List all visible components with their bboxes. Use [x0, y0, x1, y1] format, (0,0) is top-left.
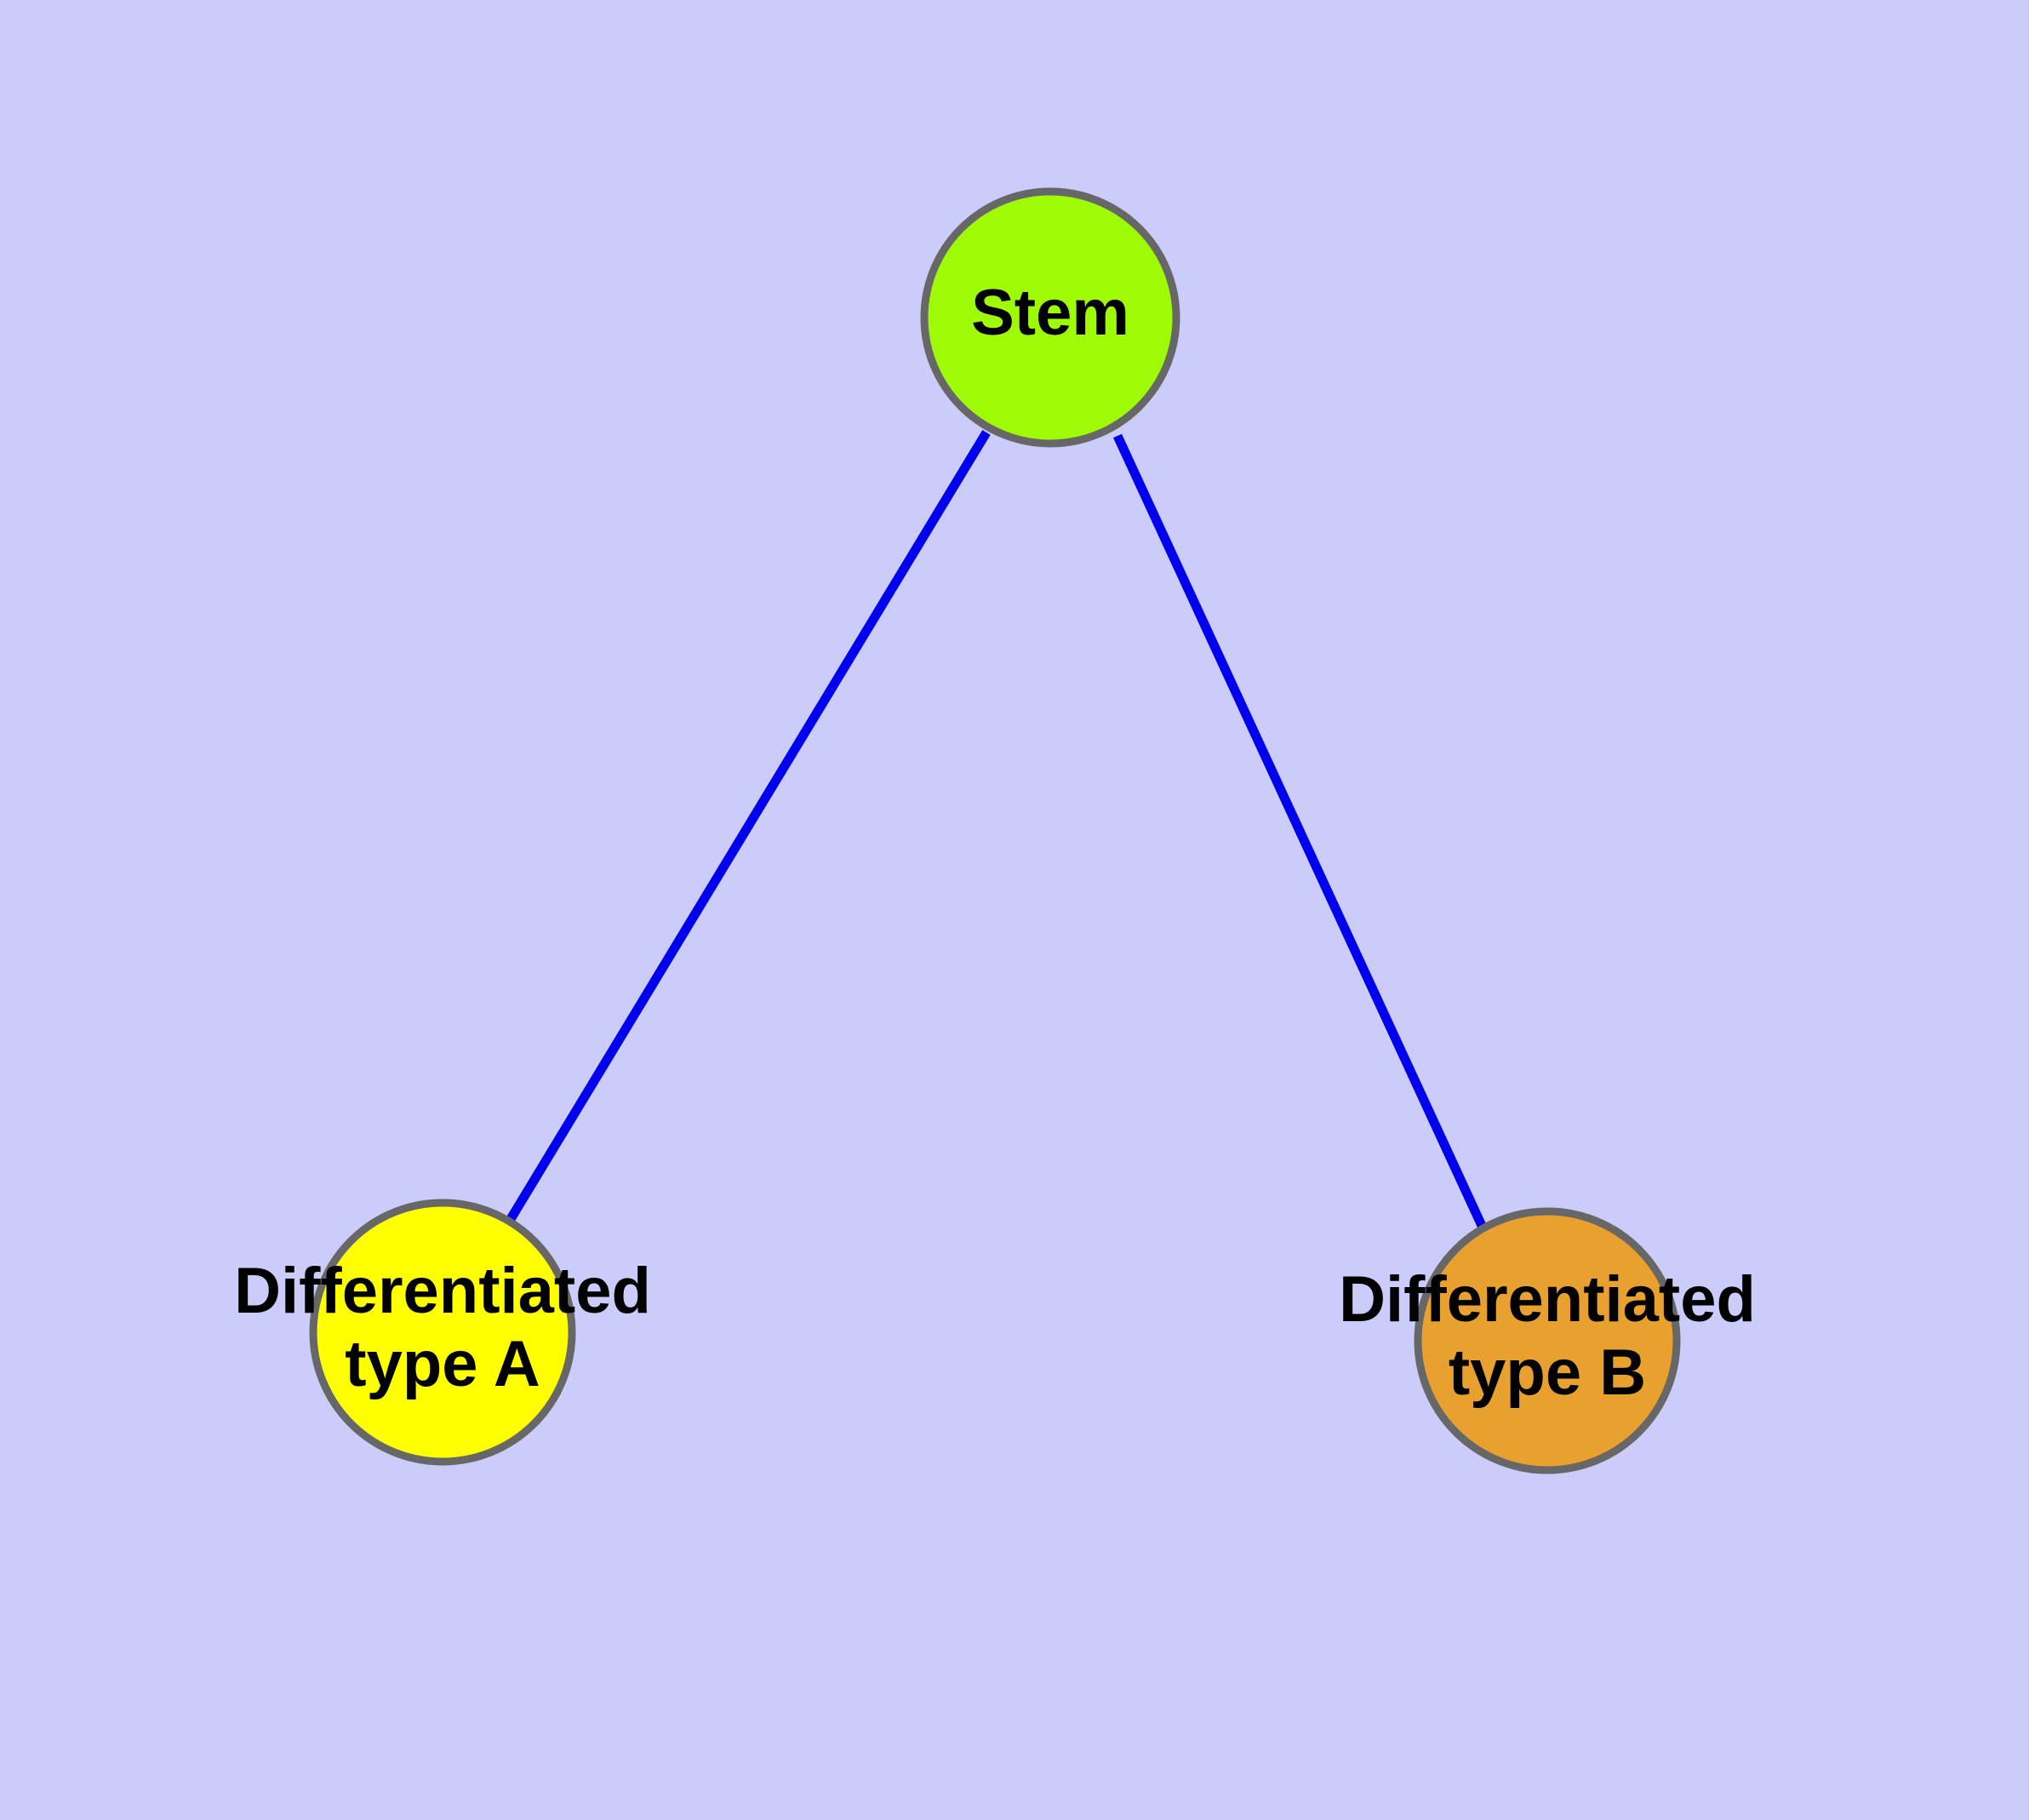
node-label-diff-a-line-1: Differentiated	[234, 1255, 651, 1327]
node-circle-diff-a[interactable]	[309, 1199, 576, 1466]
edges-layer	[506, 430, 1487, 1230]
node-label-diff-b-line-1: Differentiated	[1339, 1263, 1756, 1336]
node-label-stem: Stem	[971, 277, 1129, 349]
node-circle-stem[interactable]	[920, 187, 1180, 448]
node-circle-diff-b[interactable]	[1414, 1207, 1681, 1474]
edge-stem-to-diff-a[interactable]	[506, 430, 991, 1222]
node-stem[interactable]: Stem	[920, 187, 1180, 448]
node-label-diff-a-line-2: type A	[345, 1328, 540, 1400]
node-label-diff-b-line-2: type B	[1449, 1336, 1646, 1409]
edge-stem-to-diff-b[interactable]	[1113, 433, 1487, 1230]
